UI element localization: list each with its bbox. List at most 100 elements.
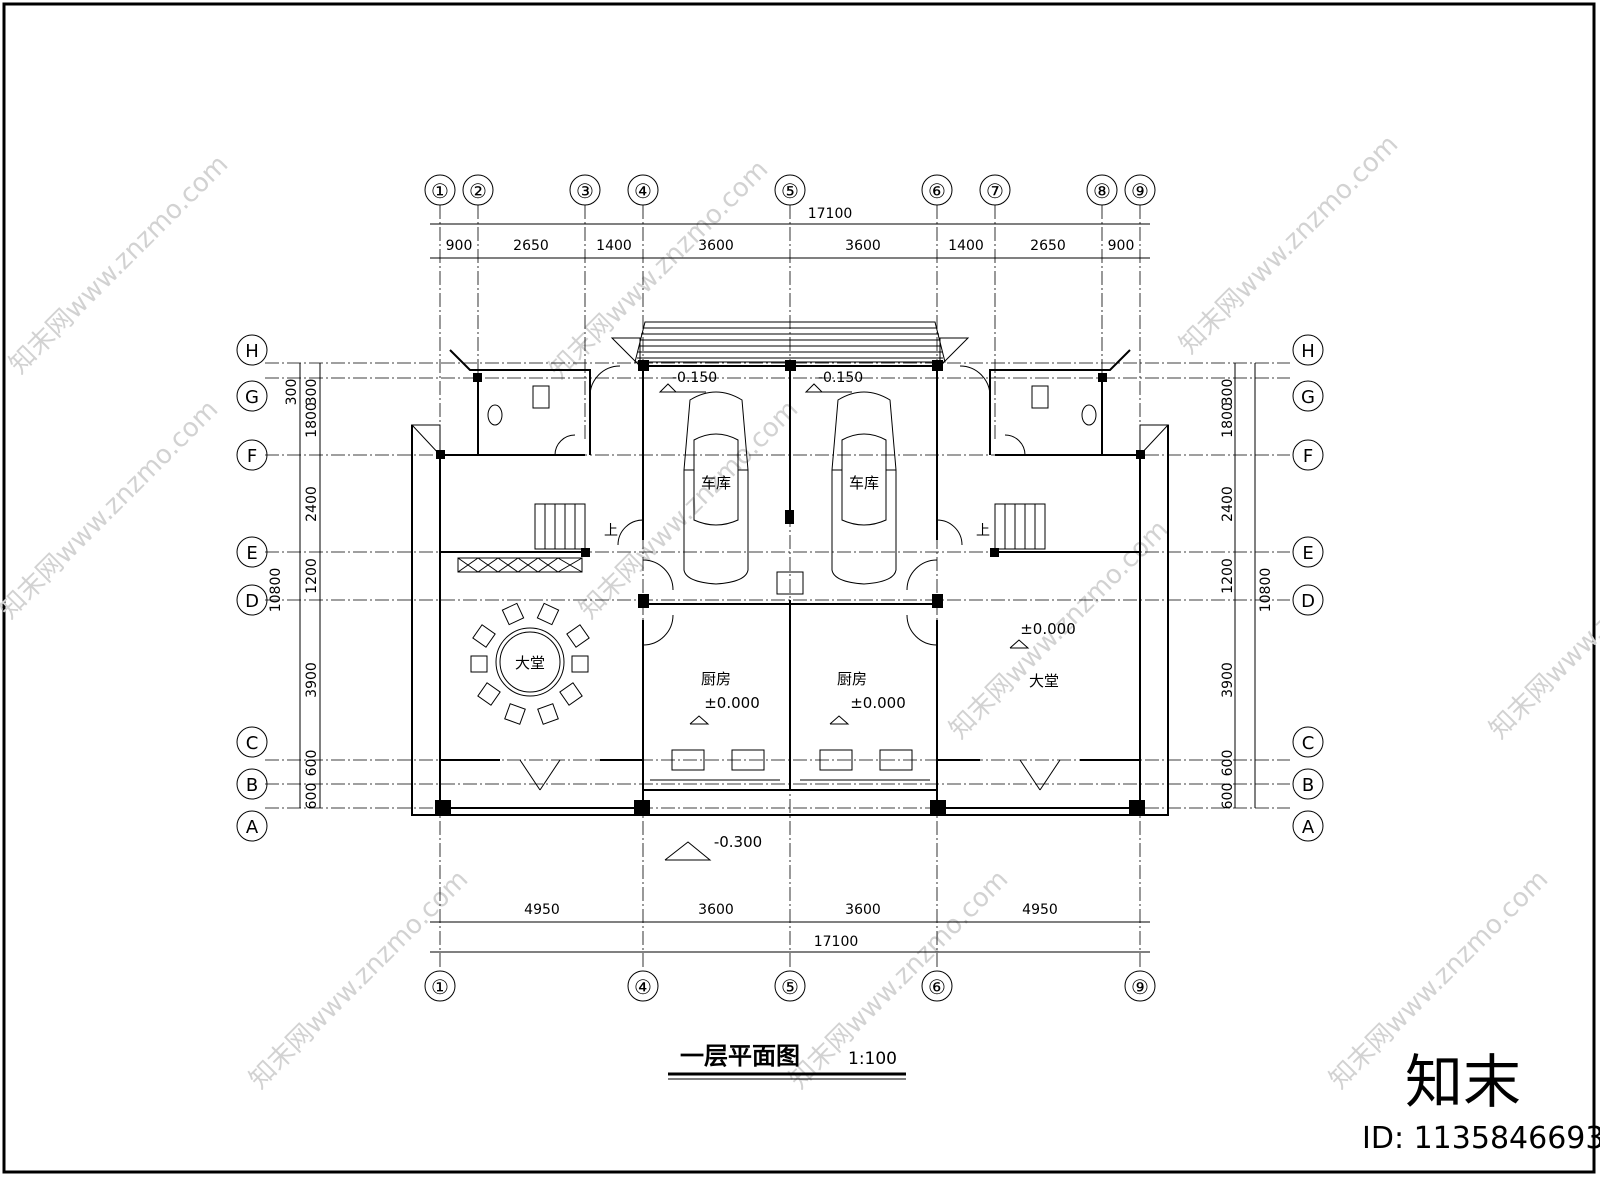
dimension: 1800 (304, 402, 320, 438)
dimension: 4950 (524, 902, 560, 918)
sink-icon (671, 749, 705, 771)
dimension: 300 (304, 379, 320, 406)
bottom-axis-markers: ① ④ ⑤ ⑥ ⑨ (424, 970, 1156, 1002)
dimension: 600 (1220, 750, 1236, 777)
axis-label: A (246, 817, 259, 838)
watermark-text: 知末网www.znzmo.com (4, 149, 235, 380)
bottom-dimensions: 4950 3600 3600 4950 17100 (430, 902, 1150, 953)
axis-label: D (1301, 591, 1315, 612)
garage-elevations: -0.150 -0.150 (658, 370, 863, 393)
axis-label: ① (431, 179, 449, 203)
watermark-text: 知末网www.znzmo.com (784, 864, 1015, 1095)
door-swing-icon (554, 434, 576, 456)
dimension: 1200 (304, 558, 320, 594)
watermark-layer: 知末网www.znzmo.com 知末网www.znzmo.com 知末网www… (0, 129, 1600, 1156)
axis-label: ⑤ (781, 975, 799, 999)
interior-doors (617, 519, 963, 646)
axis-label: ⑨ (1131, 975, 1149, 999)
hall-label: 大堂 (515, 654, 545, 672)
axis-label: ⑥ (928, 975, 946, 999)
watermark-text: 知末网www.znzmo.com (574, 394, 805, 625)
dimension: 3600 (698, 238, 734, 254)
dimension-total: 10800 (1258, 568, 1274, 613)
axis-label: ⑦ (986, 179, 1004, 203)
dimension: 600 (304, 783, 320, 810)
hall-label: 大堂 (1029, 672, 1059, 690)
staircases: 上 上 (534, 503, 1046, 550)
dimension: 1400 (948, 238, 984, 254)
axis-label: B (246, 775, 258, 796)
dimension: 600 (1220, 783, 1236, 810)
dimension: 300 (284, 379, 300, 406)
dimension: 900 (446, 238, 473, 254)
kitchen-label: 厨房 (701, 670, 731, 688)
watermark-logo: 知末 (1405, 1048, 1521, 1116)
room-labels: 大堂 厨房 ±0.000 厨房 ±0.000 大堂 ±0.000 -0.300 (515, 620, 1076, 861)
dimension: 3600 (698, 902, 734, 918)
elevation-label: ±0.000 (704, 694, 760, 712)
watermark-text: 知末网www.znzmo.com (1174, 129, 1405, 360)
door-swing-icon (959, 365, 991, 397)
sink-icon (1031, 385, 1049, 409)
door-swing-icon (1004, 434, 1026, 456)
axis-label: A (1302, 817, 1315, 838)
sink-icon (879, 749, 913, 771)
bathroom-fixtures (487, 365, 1097, 456)
axis-label: F (1303, 446, 1313, 467)
dining-table-icon (470, 602, 590, 725)
dimension: 2650 (513, 238, 549, 254)
elevation-label: -0.150 (818, 370, 863, 386)
dimension: 2400 (1220, 486, 1236, 522)
dimension: 300 (1220, 379, 1236, 406)
garage-car-left: 车库 (683, 391, 749, 585)
dimension: 3900 (304, 662, 320, 698)
left-axis-markers: H G F E D C B A (236, 334, 268, 842)
dimension: 4950 (1022, 902, 1058, 918)
axis-label: B (1302, 775, 1314, 796)
axis-label: ② (469, 179, 487, 203)
axis-label: G (245, 387, 259, 408)
elevation-label: -0.300 (714, 833, 762, 851)
axis-label: ③ (576, 179, 594, 203)
front-doors (519, 759, 1061, 791)
axis-label: D (245, 591, 259, 612)
stair-up-label: 上 (976, 523, 990, 539)
structural-columns (435, 360, 1145, 816)
axis-label: ④ (634, 975, 652, 999)
stove-icon (819, 749, 853, 771)
toilet-icon (1081, 404, 1097, 426)
elevation-label: -0.150 (672, 370, 717, 386)
watermark-text: 知末网www.znzmo.com (0, 394, 224, 625)
entrance-canopy (610, 321, 970, 368)
title-text: 一层平面图 (680, 1042, 800, 1070)
left-dimensions: 300 300 1800 2400 1200 10800 3900 600 60… (268, 363, 321, 810)
dimension: 600 (304, 750, 320, 777)
watermark-text: 知末网www.znzmo.com (1484, 514, 1600, 745)
dimension: 3600 (845, 238, 881, 254)
axis-label: H (1301, 341, 1315, 362)
garage-label: 车库 (849, 474, 879, 492)
stair-left-icon (534, 503, 586, 550)
axis-label: ④ (634, 179, 652, 203)
cabinet-row (457, 557, 583, 573)
stove-icon (731, 749, 765, 771)
axis-label: C (246, 733, 259, 754)
axis-label: ⑤ (781, 179, 799, 203)
kitchen-label: 厨房 (837, 670, 867, 688)
dimension-total: 10800 (268, 568, 284, 613)
drawing-title: 一层平面图 1:100 (668, 1042, 906, 1080)
scale-text: 1:100 (848, 1049, 897, 1069)
door-swing-icon (589, 365, 621, 397)
sink-icon (532, 385, 550, 409)
top-axis-markers: ① ② ③ ④ ⑤ ⑥ ⑦ ⑧ ⑨ (424, 174, 1156, 206)
dimension: 2400 (304, 486, 320, 522)
axis-label: ① (431, 975, 449, 999)
dimension-total: 17100 (814, 934, 859, 950)
top-dimensions: 17100 900 2650 1400 3600 3600 1400 2650 … (430, 206, 1150, 259)
axis-label: F (247, 446, 257, 467)
dimension: 1800 (1220, 402, 1236, 438)
axis-label: G (1301, 387, 1315, 408)
